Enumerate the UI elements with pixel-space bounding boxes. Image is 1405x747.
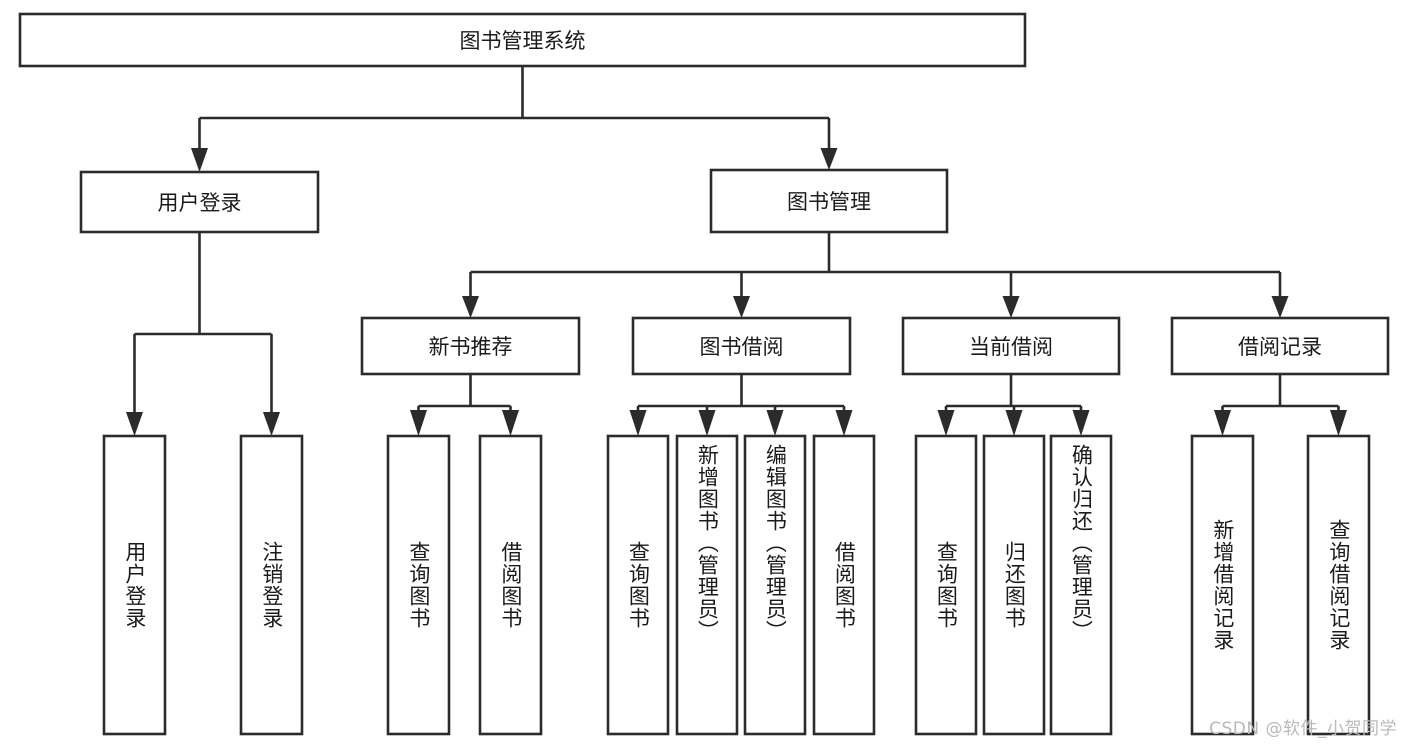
arrow-head-user-logout: [263, 412, 280, 436]
node-box-book-borrow[interactable]: [631, 316, 852, 376]
arrow-head-user-login-do: [126, 412, 143, 436]
node-box-add-book-admin[interactable]: [675, 434, 739, 736]
node-box-add-borrow-record[interactable]: [1190, 434, 1255, 736]
arrow-head-return-book: [1005, 410, 1023, 436]
node-box-borrow-book-1[interactable]: [478, 434, 543, 736]
node-box-book-management[interactable]: [709, 168, 949, 234]
arrow-head-query-book-3: [937, 410, 955, 436]
node-box-query-book-3[interactable]: [914, 434, 978, 736]
arrow-head-current-borrow: [1002, 296, 1020, 318]
arrow-head-query-borrow-record: [1330, 410, 1347, 436]
node-box-new-book-recommend[interactable]: [360, 316, 581, 376]
node-box-root[interactable]: [18, 12, 1027, 68]
arrow-head-add-book-admin: [698, 410, 716, 436]
arrow-head-borrow-book-1: [502, 410, 519, 436]
connector-group: [126, 66, 1347, 436]
node-box-current-borrow[interactable]: [901, 316, 1121, 376]
node-box-query-book-2[interactable]: [606, 434, 670, 736]
arrow-head-borrow-record: [1271, 296, 1289, 318]
node-box-return-book[interactable]: [982, 434, 1046, 736]
node-box-query-borrow-record[interactable]: [1306, 434, 1371, 736]
arrow-head-edit-book-admin: [766, 410, 784, 436]
node-box-user-login-do[interactable]: [102, 434, 167, 736]
arrow-head-query-book-2: [629, 410, 647, 436]
node-box-user-logout[interactable]: [239, 434, 304, 736]
arrow-head-add-borrow-record: [1214, 410, 1231, 436]
node-box-confirm-return-admin[interactable]: [1049, 434, 1113, 736]
arrow-head-new-book-recommend: [462, 296, 479, 318]
node-box-borrow-book-2[interactable]: [812, 434, 876, 736]
node-box-group: [18, 12, 1390, 736]
arrow-head-query-book-1: [410, 410, 427, 436]
node-box-query-book-1[interactable]: [386, 434, 451, 736]
arrow-head-confirm-return-admin: [1072, 410, 1090, 436]
arrow-head-borrow-book-2: [835, 410, 853, 436]
arrow-head-user-login: [191, 148, 208, 172]
node-box-user-login[interactable]: [79, 170, 320, 234]
node-box-edit-book-admin[interactable]: [743, 434, 807, 736]
arrow-head-book-management: [820, 148, 838, 170]
node-box-borrow-record[interactable]: [1170, 316, 1390, 376]
arrow-head-book-borrow: [733, 296, 750, 318]
